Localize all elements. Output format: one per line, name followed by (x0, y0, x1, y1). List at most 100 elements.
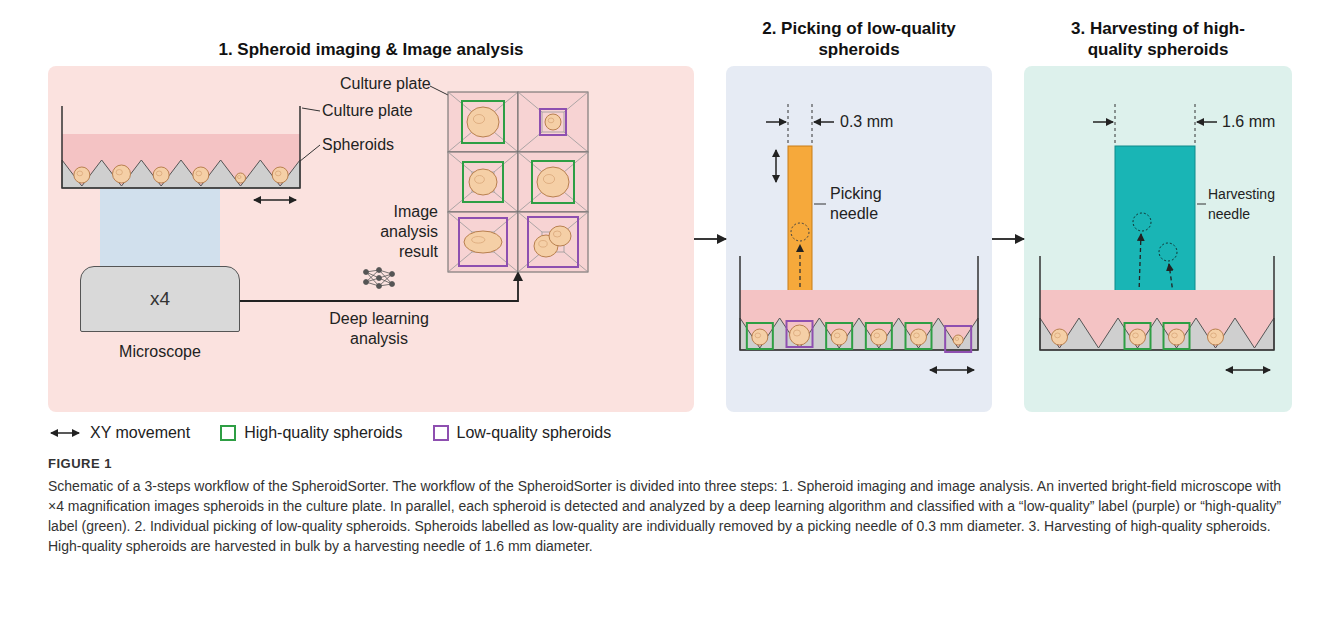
spheroid (545, 114, 561, 130)
analysis-result-grid: Image analysis result (448, 92, 588, 272)
legend-text: XY movement (90, 424, 190, 442)
spheroid-texture (955, 338, 959, 341)
spheroid (464, 231, 502, 253)
dimension-line (1115, 104, 1116, 144)
light-cone (100, 188, 220, 266)
spheroid (537, 167, 569, 197)
connector-arrow (992, 238, 1024, 240)
culture-plate (62, 106, 300, 188)
spheroid (193, 167, 209, 183)
culture-plate (740, 256, 978, 352)
panel-ground (726, 66, 992, 412)
leader-line (430, 86, 450, 96)
spheroid-texture (539, 241, 547, 248)
dimension-line (788, 104, 789, 144)
drawing-part (364, 280, 369, 285)
part-label: Microscope (80, 342, 240, 362)
panel-ground (48, 66, 694, 412)
legend-text: Low-quality spheroids (457, 424, 612, 442)
spheroid-texture (473, 115, 484, 124)
spheroid-texture (548, 118, 554, 123)
plate-bottom (62, 160, 300, 188)
leader-line (814, 204, 826, 205)
magnification-label: x4 (150, 288, 170, 310)
spheroid (790, 325, 810, 345)
legend-item: XY movement (48, 424, 190, 442)
quality-box (787, 321, 813, 347)
well (518, 212, 588, 272)
spheroid-texture (834, 333, 840, 338)
dimension-line (812, 104, 813, 144)
step-heading: 3. Harvesting of high-quality spheroids (1051, 18, 1266, 60)
spheroid-texture (116, 170, 122, 175)
spheroid (549, 226, 571, 246)
legend-swatch (220, 425, 236, 441)
quality-box (826, 323, 852, 349)
quality-box (906, 323, 932, 349)
well (448, 152, 518, 212)
spheroid (272, 167, 288, 183)
well-grid (448, 92, 588, 272)
drawing-part (390, 272, 395, 277)
dotted-spheroid (1159, 243, 1177, 261)
plate-bottom (740, 318, 978, 350)
spheroid-texture (1172, 333, 1178, 338)
spheroid-texture (156, 171, 162, 176)
well (518, 92, 588, 152)
spheroid-texture (475, 176, 485, 184)
spheroid (153, 167, 169, 183)
quality-box (866, 323, 892, 349)
spheroid (469, 169, 497, 195)
harvesting-needle (1115, 146, 1195, 296)
step-heading: 2. Picking of low-quality spheroids (759, 18, 959, 60)
spheroid-texture (794, 330, 801, 336)
legend: XY movementHigh-quality spheroidsLow-qua… (48, 424, 611, 442)
plate-wall (740, 256, 978, 350)
plate-bottom (1040, 318, 1274, 350)
well (518, 152, 588, 212)
well (448, 212, 518, 272)
dotted-spheroid (791, 223, 809, 241)
drawing-part (377, 284, 382, 289)
xy-arrow (254, 199, 296, 201)
well-edge (518, 132, 542, 152)
drawing-part (390, 282, 395, 287)
quality-box (1125, 323, 1151, 349)
quality-box (1164, 323, 1190, 349)
dimension-arrow (814, 121, 834, 123)
spheroid (953, 335, 963, 345)
part-label: Culture plate (340, 74, 431, 94)
spheroid-texture (238, 176, 242, 179)
panel-ground (1024, 66, 1292, 412)
spheroid-texture (1055, 333, 1061, 338)
spheroid (1208, 329, 1224, 345)
quality-box (463, 162, 503, 202)
quality-box (747, 323, 773, 349)
spheroid-texture (472, 237, 485, 244)
figure-caption: Schematic of a 3-steps workflow of the S… (48, 476, 1284, 556)
connector-arrow (240, 272, 518, 301)
step-heading: 1. Spheroid imaging & Image analysis (91, 39, 651, 60)
dotted-spheroid (1133, 213, 1151, 231)
spheroid (752, 329, 768, 345)
part-label: Picking needle (830, 184, 916, 224)
spheroid-texture (275, 171, 281, 176)
spheroid-texture (914, 333, 920, 338)
legend-arrow-sample (48, 427, 82, 439)
quality-box (540, 109, 566, 135)
connector-arrow (694, 238, 726, 240)
spheroid (911, 329, 927, 345)
spheroid (1169, 329, 1185, 345)
dimension-label: 1.6 mm (1222, 112, 1275, 132)
picking-needle (788, 146, 812, 296)
spheroid (236, 173, 246, 183)
dimension-line (1195, 104, 1196, 144)
dimension-arrow (1197, 121, 1217, 123)
objective-lens-box: x4 (80, 266, 240, 332)
dimension-arrow (766, 121, 786, 123)
spheroid-texture (77, 171, 83, 176)
legend-swatch (433, 425, 449, 441)
dimension-arrow (1093, 121, 1113, 123)
leader-line (302, 108, 320, 111)
xy-arrow (930, 369, 974, 371)
